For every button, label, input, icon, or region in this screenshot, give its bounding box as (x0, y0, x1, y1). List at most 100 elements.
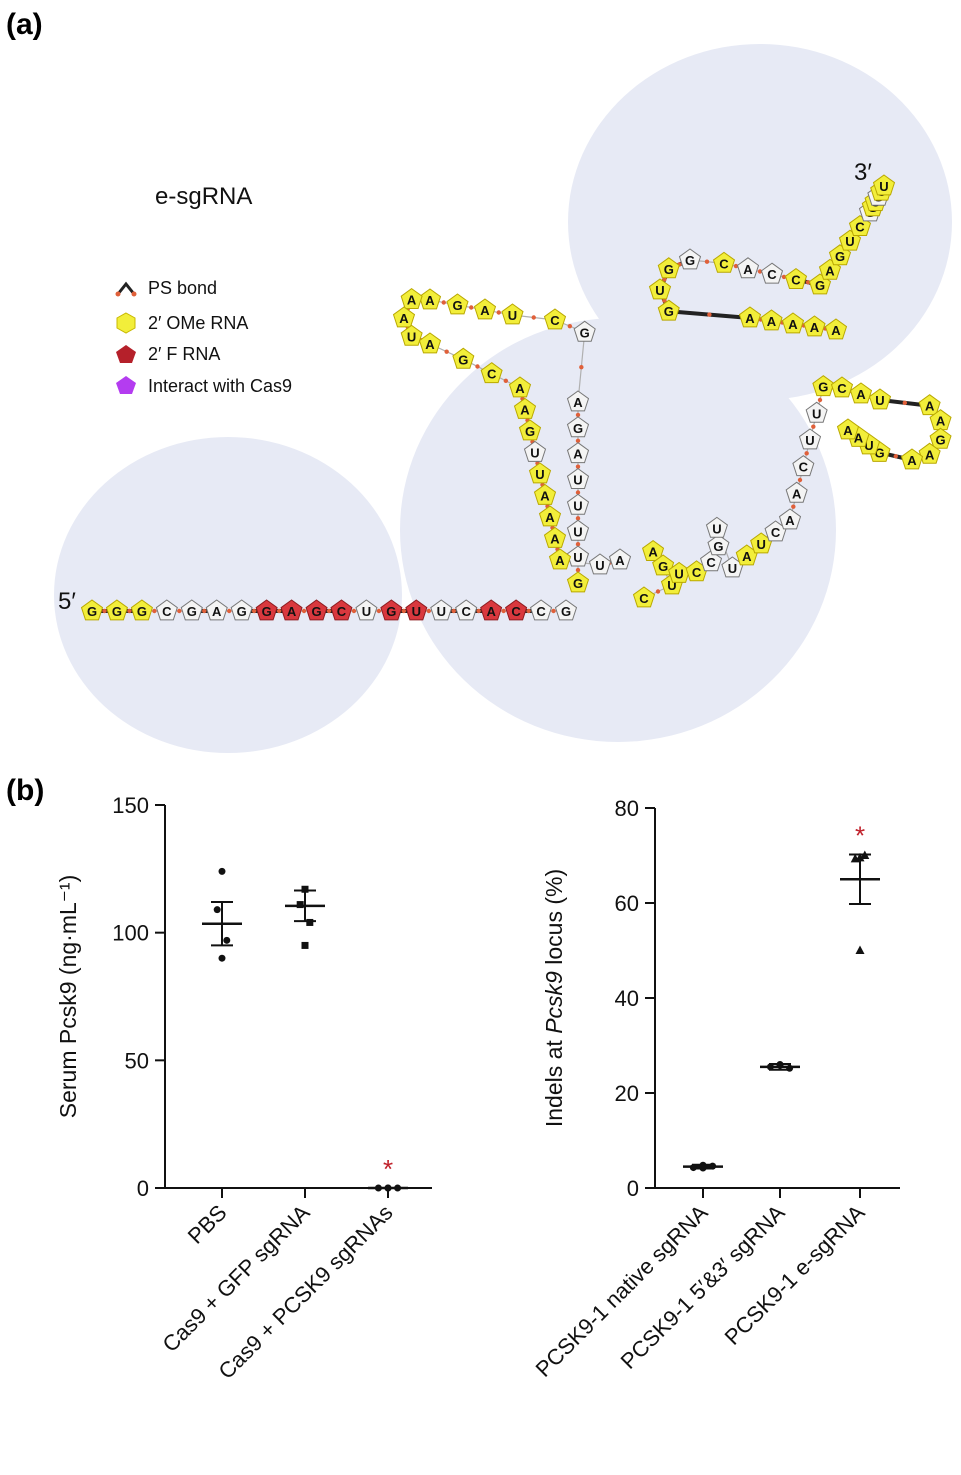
nucleotide-letter: G (311, 604, 321, 619)
fluoro-symbol (116, 345, 136, 363)
nucleotide-shape (523, 440, 547, 462)
nucleotide-hairpin1: U (523, 440, 547, 462)
nucleotide-hairpin3: A (803, 315, 826, 337)
nucleotide-letter: A (615, 553, 625, 568)
nucleotide-shape (566, 390, 590, 412)
nucleotide-letter: C (162, 604, 172, 619)
nucleotide-hairpin3: C (760, 262, 784, 284)
ome-symbol (116, 312, 136, 334)
nucleotide-letter: G (187, 604, 197, 619)
nucleotide-shape (473, 298, 497, 320)
nucleotide-letter: A (742, 549, 752, 564)
nucleotide-shape (400, 324, 423, 346)
nucleotide-loop2: U (805, 401, 828, 423)
nucleotide-shape (712, 251, 736, 273)
phosphate-dot (733, 263, 739, 269)
blob-right (568, 44, 952, 400)
nucleotide-hairpin1: A (473, 298, 497, 320)
nucleotide-letter: G (112, 604, 122, 619)
nucleotide-hairpin3: A (760, 309, 783, 331)
legend-label-cas9: Interact with Cas9 (148, 376, 292, 396)
nucleotide-letter: G (561, 604, 571, 619)
nucleotide-shape (355, 599, 378, 621)
nucleotide-letter: C (799, 460, 809, 475)
nucleotide-letter: C (536, 604, 546, 619)
nucleotide-shape (785, 481, 808, 503)
nucleotide-letter: A (831, 323, 841, 338)
data-point (689, 1164, 697, 1172)
y-tick-label: 20 (615, 1081, 639, 1106)
nucleotide-hairpin3: G (657, 299, 680, 321)
nucleotide-loop2: C (792, 455, 815, 477)
nucleotide-hairpin1: U (566, 545, 590, 567)
data-point (306, 918, 314, 926)
data-point (855, 945, 865, 954)
nucleotide-letter: G (713, 539, 723, 554)
nucleotide-letter: U (875, 393, 884, 408)
phosphate-dot (177, 608, 182, 614)
phosphate-dot (426, 608, 431, 614)
phosphate-dot (441, 300, 446, 305)
nucleotide-letter: U (757, 537, 766, 552)
phosphate-dot (475, 364, 480, 369)
nucleotide-letter: G (573, 576, 583, 591)
nucleotide-shape (805, 401, 828, 423)
nucleotide-hairpin1: A (566, 390, 590, 412)
nucleotide-letter: A (745, 311, 755, 326)
structure-background (54, 44, 952, 753)
nucleotide-shape (528, 462, 552, 484)
nucleotide-letter: G (458, 352, 468, 367)
y-tick-label: 80 (615, 796, 639, 821)
nucleotide-shape (380, 599, 403, 621)
nucleotide-stem: G (255, 599, 278, 621)
x-category-label: Cas9 + PCSK9 sgRNAs (213, 1200, 397, 1384)
phosphate-dot (202, 608, 207, 614)
nucleotide-shape (700, 550, 723, 572)
nucleotide-hairpin1: A (608, 548, 632, 570)
nucleotide-hairpin1: A (513, 397, 537, 419)
nucleotide-letter: A (399, 311, 409, 326)
nucleotide-shape (760, 309, 783, 331)
phosphate-dot (817, 397, 823, 403)
data-point (384, 1184, 392, 1192)
nucleotide-letter: A (825, 263, 835, 278)
nucleotide-side-hairpin: A (918, 394, 941, 416)
nucleotide-letter: G (525, 424, 535, 439)
phosphate-dot (526, 608, 531, 614)
nucleotide-shape (400, 287, 423, 309)
nucleotide-letter: G (658, 559, 668, 574)
nucleotide-letter: G (935, 432, 945, 447)
nucleotide-letter: A (792, 486, 802, 501)
nucleotide-letter: C (719, 256, 729, 271)
nucleotide-shape (80, 599, 104, 621)
nucleotide-letter: A (480, 303, 490, 318)
y-tick-label: 0 (137, 1176, 149, 1201)
nucleotide-shape (280, 599, 303, 621)
nucleotide-letter: A (520, 403, 530, 418)
nucleotide-shape (538, 505, 562, 527)
nucleotide-letter: G (386, 604, 396, 619)
nucleotide-shape (868, 388, 892, 410)
nucleotide-letter: A (810, 320, 820, 335)
data-point (394, 1184, 402, 1192)
nucleotide-side-hairpin: A (918, 442, 941, 464)
nucleotide-shape (155, 599, 178, 621)
nucleotide-loop2: A (778, 508, 802, 530)
y-axis-title-part: locus (%) (541, 869, 567, 971)
nucleotide-shape (566, 493, 590, 515)
y-tick-label: 60 (615, 891, 639, 916)
nucleotide-letter: C (639, 591, 649, 606)
nucleotide-hairpin3: C (712, 251, 736, 273)
nucleotide-letter: C (692, 565, 702, 580)
data-point (218, 954, 226, 962)
nucleotide-shape (798, 428, 822, 450)
nucleotide-letter: C (771, 525, 781, 540)
nucleotide-shape (305, 599, 328, 621)
significance-asterisk: * (383, 1154, 393, 1184)
nucleotide-shape (205, 599, 228, 621)
nucleotide-stem: C (455, 599, 478, 621)
y-axis-title-part: Pcsk9 (541, 971, 567, 1034)
nucleotide-shape (430, 599, 453, 621)
